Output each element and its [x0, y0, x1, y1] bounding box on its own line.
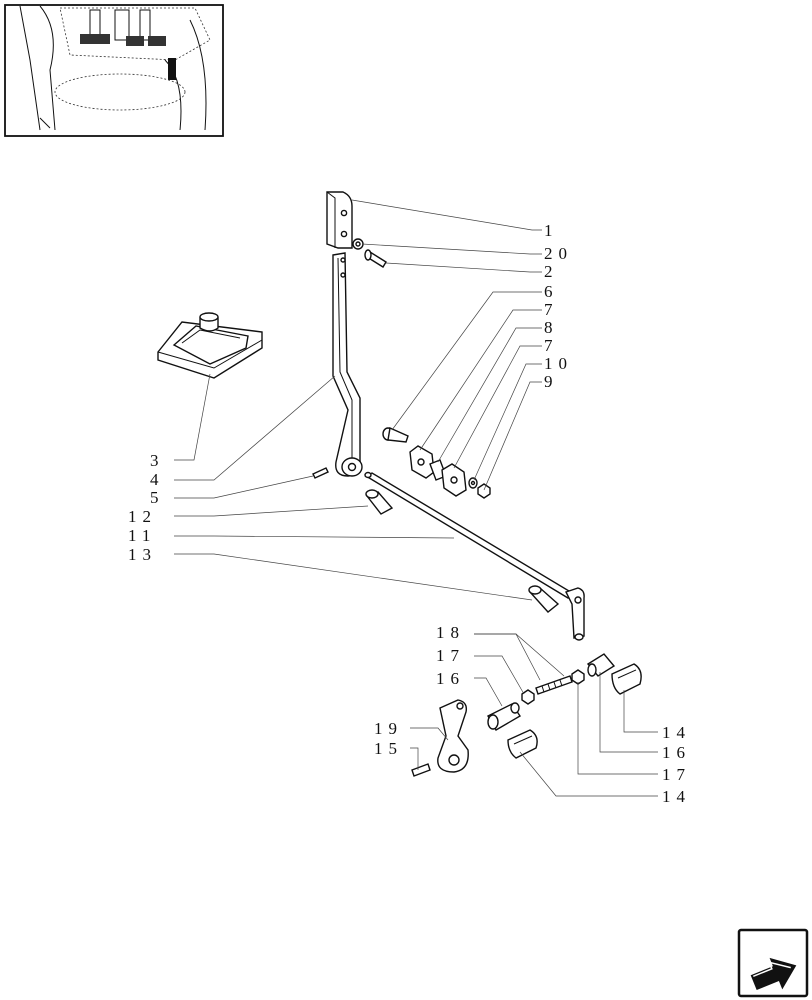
callout-15: 15 [374, 739, 403, 758]
shaft-part-11 [364, 471, 585, 641]
callout-16a: 16 [436, 669, 465, 688]
callout-4: 4 [150, 470, 165, 489]
callout-5: 5 [150, 488, 165, 507]
bolt-part-2 [364, 249, 387, 268]
nut-part-17b [571, 669, 585, 685]
bolt-part-6 [382, 426, 409, 443]
callout-6: 6 [544, 282, 559, 301]
callout-17a: 17 [436, 646, 465, 665]
plate-part-7b [441, 463, 467, 497]
bushing-part-16a [487, 702, 521, 731]
next-page-arrow-icon[interactable] [737, 928, 809, 998]
leader-lines [174, 199, 658, 797]
callout-18: 18 [436, 623, 465, 642]
callout-7b: 7 [544, 336, 559, 355]
washer-part-10 [468, 477, 478, 489]
callout-17b: 17 [662, 765, 691, 784]
lever-upper-part-1 [326, 191, 353, 249]
callout-2: 2 [544, 262, 559, 281]
callout-7a: 7 [544, 300, 559, 319]
pin-part-5 [312, 467, 329, 479]
callout-19: 19 [374, 719, 403, 738]
callout-10: 10 [544, 354, 573, 373]
callout-14a: 14 [662, 723, 691, 742]
bushing-part-13 [528, 585, 560, 613]
arm-part-19 [437, 699, 469, 773]
callout-3: 3 [150, 451, 165, 470]
callout-8: 8 [544, 318, 559, 337]
rubber-boot-part-3 [157, 312, 263, 379]
callout-20: 20 [544, 244, 573, 263]
tractor-pedal-area-thumbnail-icon [4, 4, 224, 137]
callout-12: 12 [128, 507, 157, 526]
bushing-part-12 [365, 489, 394, 515]
bushing-part-16b [586, 653, 616, 677]
nut-part-9 [477, 483, 491, 499]
plate-part-7a [409, 445, 435, 479]
callout-13: 13 [128, 545, 157, 564]
callout-14b: 14 [662, 787, 691, 806]
clip-part-14b [507, 729, 538, 759]
nut-part-17a [521, 689, 535, 705]
clip-part-14a [611, 663, 642, 695]
callout-16b: 16 [662, 743, 691, 762]
lever-lower-part-4 [332, 252, 363, 477]
callout-1: 1 [544, 221, 559, 240]
callout-11: 11 [128, 526, 156, 545]
callout-9: 9 [544, 372, 559, 391]
spring-part-18 [535, 675, 573, 695]
washer-part-20 [352, 238, 364, 250]
pin-part-15 [411, 763, 431, 777]
callout-labels: 1 20 2 6 7 8 7 10 9 3 4 5 12 11 13 18 17… [128, 221, 691, 806]
